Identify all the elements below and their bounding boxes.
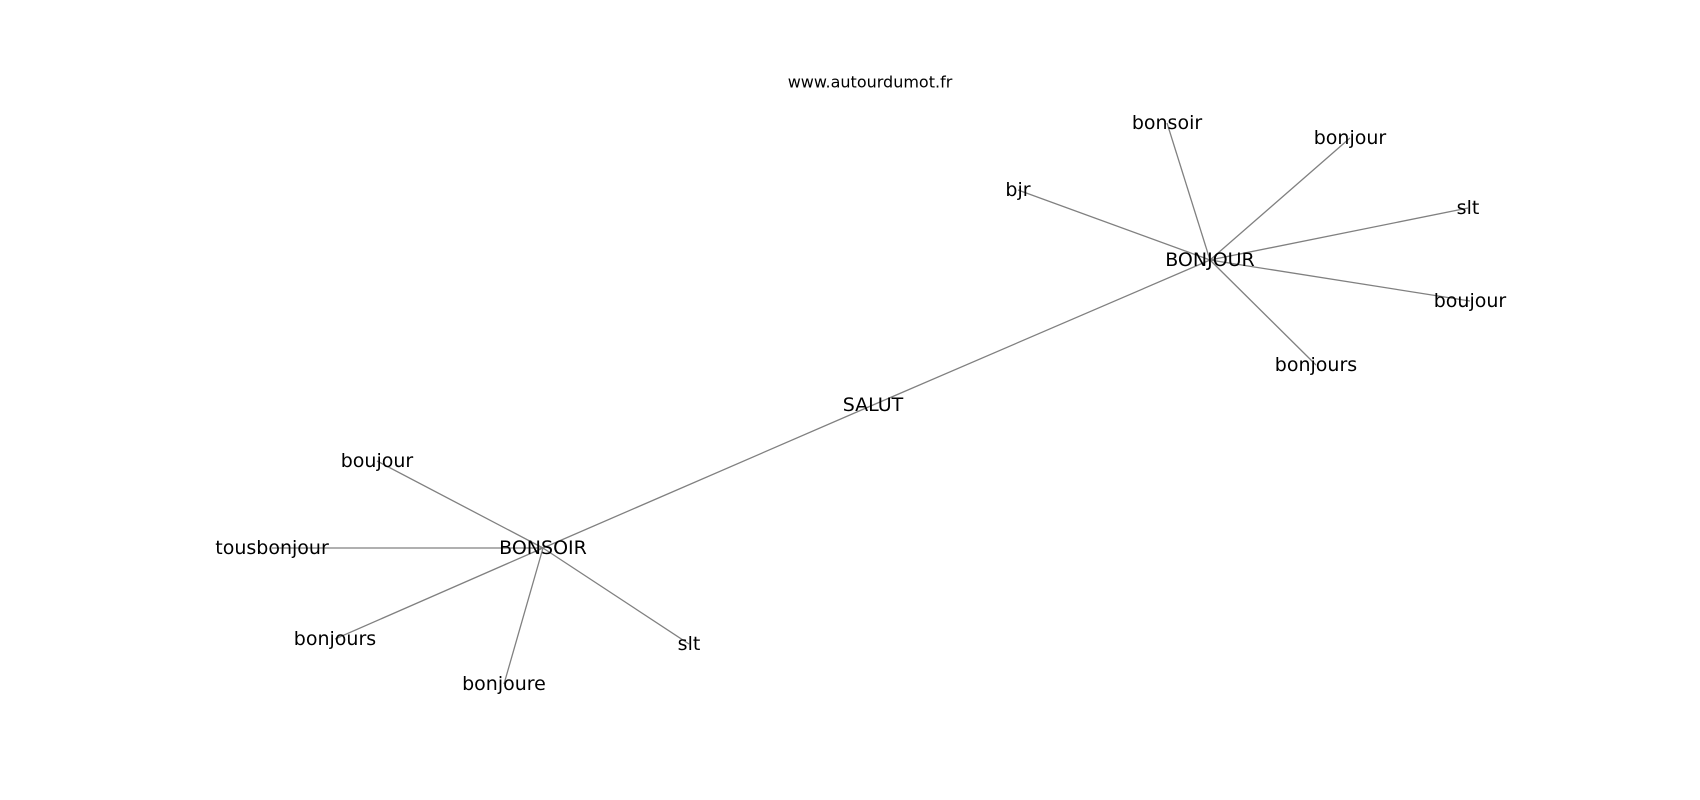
node-bonsoir-hub[interactable]: BONSOIR [499, 537, 587, 559]
edge-bonsoir-hub-bonjours-bottom [334, 547, 544, 640]
node-salut[interactable]: SALUT [843, 394, 904, 416]
watermark-text: www.autourdumot.fr [788, 73, 953, 92]
edge-salut-bonjour-hub [872, 259, 1211, 406]
node-bjr[interactable]: bjr [1005, 179, 1030, 201]
edges-layer [272, 122, 1471, 685]
edge-bonsoir-hub-boujour-bottom [376, 460, 544, 549]
node-bonjoure[interactable]: bonjoure [462, 673, 546, 695]
node-bonjours-top[interactable]: bonjours [1275, 354, 1357, 376]
edge-bonjour-hub-bonjour-leaf [1209, 137, 1351, 261]
node-bonjours-bottom[interactable]: bonjours [294, 628, 376, 650]
edge-bonjour-hub-boujour-top [1209, 259, 1471, 302]
node-boujour-top[interactable]: boujour [1434, 290, 1507, 312]
edge-bonjour-hub-slt-top [1209, 207, 1469, 261]
node-slt-top[interactable]: slt [1457, 197, 1480, 219]
edge-bonjour-hub-bonsoir-leaf [1166, 122, 1211, 261]
node-bonsoir-leaf[interactable]: bonsoir [1132, 112, 1203, 134]
node-bonjour-hub[interactable]: BONJOUR [1165, 249, 1255, 271]
node-bonjour-leaf[interactable]: bonjour [1314, 127, 1387, 149]
node-slt-bottom[interactable]: slt [678, 633, 701, 655]
node-tousbonjour[interactable]: tousbonjour [215, 537, 329, 559]
node-boujour-bottom[interactable]: boujour [341, 450, 414, 472]
edge-bonjour-hub-bonjours-top [1209, 259, 1317, 366]
nodes-layer: SALUT BONJOUR BONSOIR bonsoir bonjour bjr slt b… [215, 112, 1506, 695]
edge-bonsoir-hub-bonjoure [503, 547, 544, 685]
edge-bonsoir-hub-slt-bottom [542, 547, 690, 645]
edge-salut-bonsoir-hub [542, 404, 874, 549]
edge-bonjour-hub-bjr [1017, 189, 1211, 261]
